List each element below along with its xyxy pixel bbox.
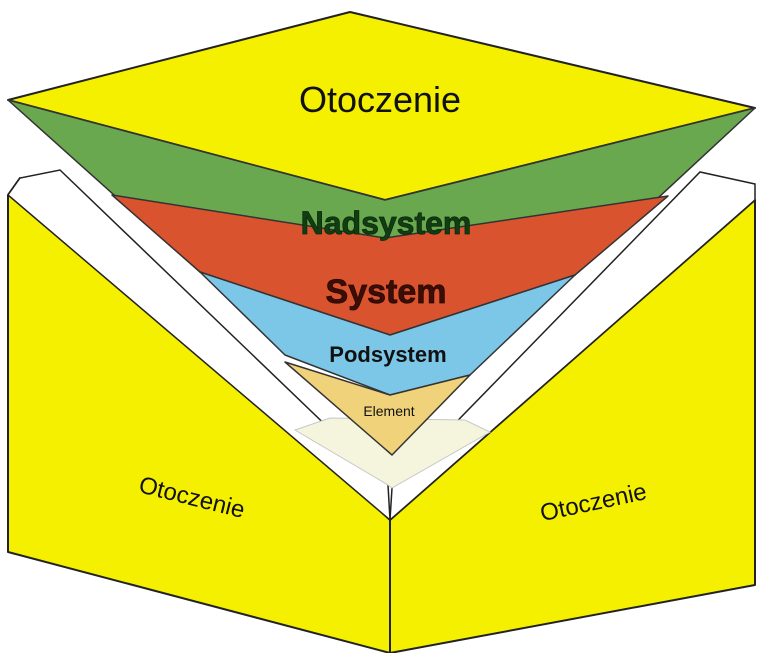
label-otoczenie-top: Otoczenie: [299, 79, 461, 120]
label-element: Element: [363, 403, 414, 419]
label-nadsystem: Nadsystem: [301, 205, 472, 241]
label-system: System: [326, 273, 447, 311]
label-podsystem: Podsystem: [329, 342, 446, 367]
